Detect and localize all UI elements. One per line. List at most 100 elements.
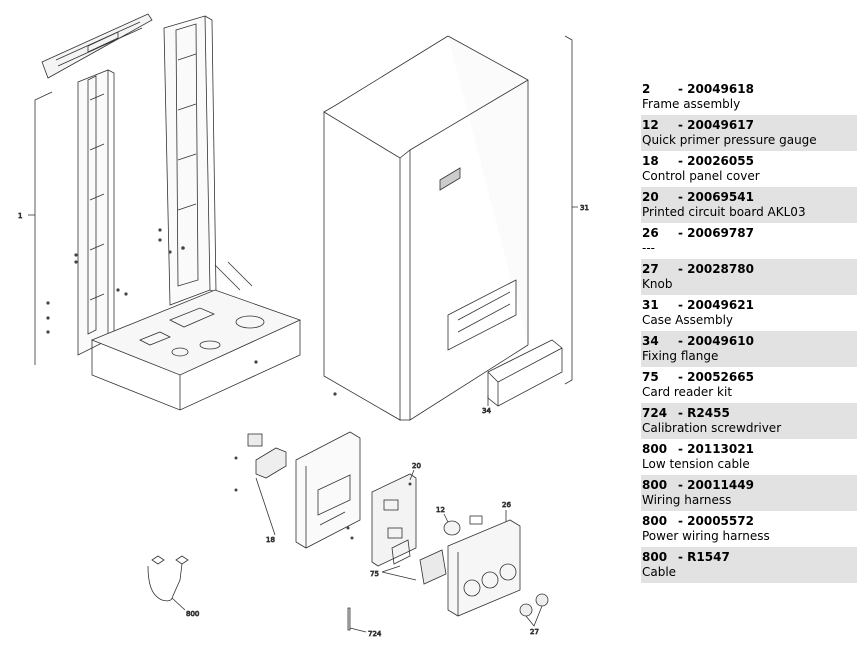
- callout-724: 724: [368, 630, 382, 638]
- part-header: 27- 20028780: [642, 262, 857, 277]
- part-header: 800- 20113021: [642, 442, 857, 457]
- callout-75-leader: [381, 565, 417, 581]
- part-code: - 20069541: [678, 190, 754, 204]
- callout-1-bracket: [28, 91, 53, 365]
- callout-20: 20: [412, 462, 421, 470]
- callout-18: 18: [266, 536, 275, 544]
- callout-18-leader: [255, 477, 276, 536]
- pressure-gauge: [443, 515, 483, 536]
- callout-1: 1: [18, 212, 22, 220]
- callout-26: 26: [502, 501, 511, 509]
- part-header: 31 - 20049621: [642, 298, 857, 313]
- part-code: - 20069787: [678, 226, 754, 240]
- control-panel-housing: [447, 519, 521, 617]
- part-header: 724 - R2455: [642, 406, 857, 421]
- part-position: 75: [642, 370, 659, 384]
- part-header: 800 - 20005572: [642, 514, 857, 529]
- calibration-screwdriver: [347, 607, 351, 631]
- part-description: Wiring harness: [642, 493, 732, 507]
- part-position: 34: [642, 334, 659, 348]
- part-position: 12: [642, 118, 659, 132]
- callout-31-bracket: [564, 35, 578, 385]
- part-header: 20 - 20069541: [642, 190, 857, 205]
- printed-circuit-board: [371, 473, 417, 567]
- part-position: 31: [642, 298, 659, 312]
- callout-800: 800: [186, 610, 199, 618]
- callout-75: 75: [370, 570, 379, 578]
- part-header: 800 - R1547: [642, 550, 857, 565]
- part-description: Printed circuit board AKL03: [642, 205, 806, 219]
- part-code: - 20005572: [678, 514, 754, 528]
- part-description: Knob: [642, 277, 673, 291]
- callout-724-leader: [349, 627, 367, 633]
- part-position: 800: [642, 550, 668, 564]
- part-code: - R2455: [678, 406, 730, 420]
- callout-27-leader: [525, 605, 543, 627]
- part-description: Calibration screwdriver: [642, 421, 782, 435]
- part-position: 20: [642, 190, 659, 204]
- callout-12-leader: [443, 513, 449, 523]
- exploded-parts-diagram: 1 31 34 18: [18, 13, 589, 638]
- part-code: - 20049621: [678, 298, 754, 312]
- part-description: Quick primer pressure gauge: [642, 133, 817, 147]
- part-code: - 20052665: [678, 370, 754, 384]
- frame-left-rail: [77, 69, 115, 356]
- part-description: ---: [642, 241, 655, 255]
- part-position: 724: [642, 406, 668, 420]
- callout-12: 12: [436, 506, 445, 514]
- part-position: 800: [642, 478, 668, 492]
- frame-base-tray: [90, 261, 302, 411]
- part-code: - 20049617: [678, 118, 754, 132]
- part-description: Cable: [642, 565, 677, 579]
- part-code: - 20011449: [678, 478, 754, 492]
- part-code: - 20049618: [678, 82, 754, 96]
- case-assembly: [323, 35, 529, 421]
- cable: [147, 555, 189, 602]
- callout-800-leader: [171, 597, 186, 611]
- part-position: 27: [642, 262, 659, 276]
- part-position: 18: [642, 154, 659, 168]
- part-position: 2: [642, 82, 651, 96]
- part-code: - 20049610: [678, 334, 754, 348]
- part-description: Low tension cable: [642, 457, 750, 471]
- control-panel-cover: [295, 431, 361, 549]
- part-header: 18 - 20026055: [642, 154, 857, 169]
- part-code: - R1547: [678, 550, 730, 564]
- part-position: 26: [642, 226, 659, 240]
- part-position: 800: [642, 514, 668, 528]
- part-description: Control panel cover: [642, 169, 760, 183]
- part-description: Power wiring harness: [642, 529, 770, 543]
- part-code: - 20026055: [678, 154, 754, 168]
- callout-31: 31: [580, 204, 589, 212]
- part-header: 34 - 20049610: [642, 334, 857, 349]
- card-slot-part: [234, 433, 287, 492]
- frame-right-rail: [163, 15, 217, 306]
- part-row: 26 - 20069787 ---: [641, 223, 857, 259]
- fixing-flange: [487, 339, 563, 407]
- part-description: Frame assembly: [642, 97, 741, 111]
- callout-27: 27: [530, 628, 539, 636]
- card-reader-kit: [346, 526, 447, 585]
- callout-20-leader: [409, 469, 415, 481]
- part-header: 26 - 20069787: [642, 226, 857, 241]
- part-header: 75 - 20052665: [642, 370, 857, 385]
- part-header: 800 - 20011449: [642, 478, 857, 493]
- callout-34: 34: [482, 407, 491, 415]
- part-header: 2 - 20049618: [642, 82, 857, 97]
- knobs: [519, 593, 549, 617]
- part-description: Case Assembly: [642, 313, 734, 327]
- part-description: Card reader kit: [642, 385, 733, 399]
- part-code: - 20113021: [678, 442, 754, 456]
